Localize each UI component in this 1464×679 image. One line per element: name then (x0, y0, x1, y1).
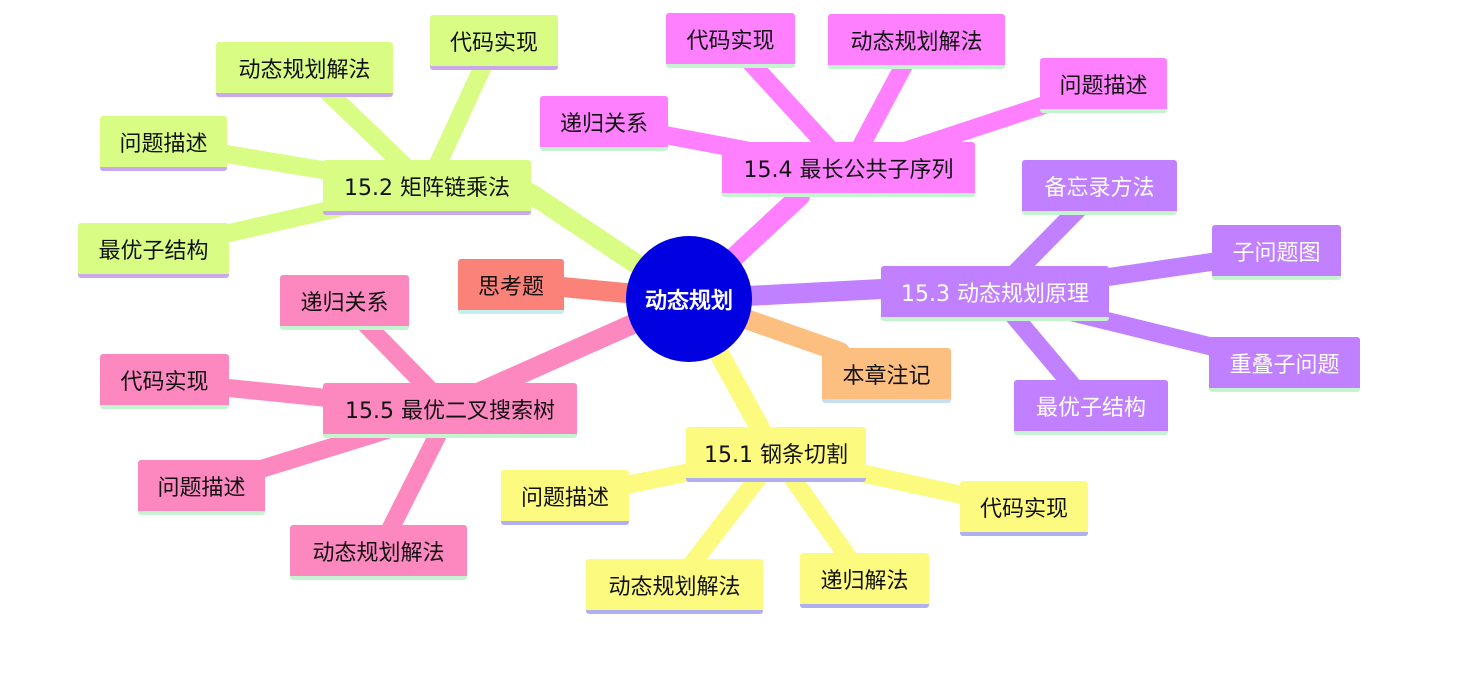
leaf-node[interactable]: 代码实现 (960, 481, 1088, 536)
branch-node[interactable]: 15.3 动态规划原理 (881, 266, 1109, 321)
leaf-node[interactable]: 问题描述 (100, 116, 227, 171)
leaf-node[interactable]: 递归解法 (800, 553, 929, 608)
leaf-node[interactable]: 递归关系 (280, 275, 409, 330)
branch-node[interactable]: 15.2 矩阵链乘法 (323, 160, 531, 215)
leaf-node[interactable]: 子问题图 (1212, 225, 1341, 280)
leaf-node[interactable]: 代码实现 (100, 354, 229, 409)
leaf-node[interactable]: 备忘录方法 (1022, 160, 1177, 215)
leaf-node[interactable]: 代码实现 (430, 15, 558, 70)
branch-node[interactable]: 15.5 最优二叉搜索树 (323, 383, 577, 438)
leaf-node[interactable]: 动态规划解法 (290, 525, 467, 580)
leaf-node[interactable]: 动态规划解法 (216, 42, 393, 97)
branch-node[interactable]: 15.1 钢条切割 (686, 427, 866, 482)
leaf-node[interactable]: 问题描述 (138, 460, 265, 515)
branch-node[interactable]: 15.4 最长公共子序列 (722, 142, 975, 197)
leaf-node[interactable]: 最优子结构 (1014, 380, 1168, 435)
leaf-node[interactable]: 重叠子问题 (1209, 337, 1360, 392)
leaf-node[interactable]: 问题描述 (1040, 58, 1167, 113)
leaf-node[interactable]: 动态规划解法 (828, 14, 1005, 69)
root-node[interactable]: 动态规划 (626, 236, 752, 362)
branch-node[interactable]: 思考题 (458, 259, 564, 314)
leaf-node[interactable]: 最优子结构 (78, 223, 229, 278)
leaf-node[interactable]: 动态规划解法 (586, 559, 763, 614)
leaf-node[interactable]: 递归关系 (540, 96, 668, 151)
leaf-node[interactable]: 代码实现 (666, 13, 795, 68)
branch-node[interactable]: 本章注记 (822, 348, 951, 403)
leaf-node[interactable]: 问题描述 (501, 470, 629, 525)
